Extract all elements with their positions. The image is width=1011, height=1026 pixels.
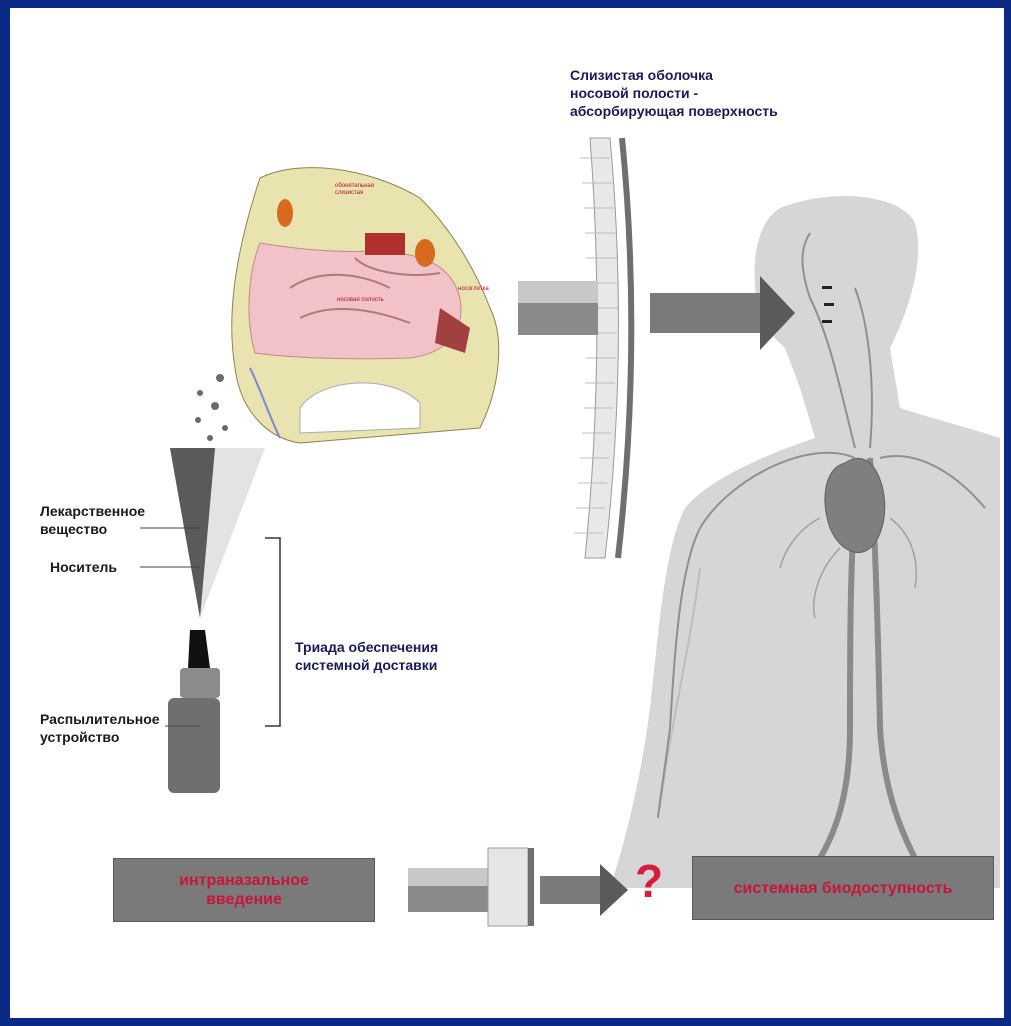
mini-mucosa [408, 848, 628, 926]
sinus-left [277, 199, 293, 227]
sinus-right [415, 239, 435, 267]
bottle-neck [180, 668, 220, 698]
mucosa-strip [574, 138, 631, 558]
bottle-body [168, 698, 220, 793]
mini-mucosa-cells [488, 848, 528, 926]
mini-arrow-top [408, 868, 488, 886]
mucosa-basal-layer [618, 138, 631, 558]
nasopharynx-label: носоглотка [458, 286, 489, 292]
mucosa-label: Слизистая оболочка носовой полости - абс… [570, 66, 870, 120]
spray-cone [170, 448, 265, 618]
mini-mucosa-basal [528, 848, 534, 926]
input-arrow-top [518, 281, 598, 303]
bioavailability-box: системная биодоступность [692, 856, 994, 920]
drug-label: Лекарственное вещество [40, 502, 145, 538]
mini-arrow-shaft [540, 876, 600, 904]
olfactory-label: обонятельная слизистая [335, 183, 374, 197]
nose-mark [822, 286, 832, 289]
triad-bracket [265, 538, 280, 726]
bottle-nozzle [188, 630, 210, 668]
question-mark: ? [635, 858, 663, 904]
input-arrow [518, 281, 598, 335]
spray-bottle [168, 630, 220, 793]
spray-droplets [195, 374, 228, 441]
nasal-anatomy [232, 168, 499, 443]
input-arrow-bottom [518, 303, 598, 335]
slide-canvas: носовая полость носоглотка [10, 8, 1004, 1018]
nose-mark [822, 320, 832, 323]
triad-label: Триада обеспечения системной доставки [295, 638, 515, 674]
nasal-cavity-label: носовая полость [337, 297, 384, 303]
absorption-arrow-shaft [650, 293, 760, 333]
carrier-label: Носитель [50, 558, 117, 576]
nose-mark [824, 303, 834, 306]
sprayer-label: Распылительное устройство [40, 710, 160, 746]
mini-arrow-bottom [408, 886, 488, 912]
intranasal-box: интраназальное введение [113, 858, 375, 922]
olfactory-region [365, 233, 405, 255]
mucosa-membrane [585, 138, 618, 558]
